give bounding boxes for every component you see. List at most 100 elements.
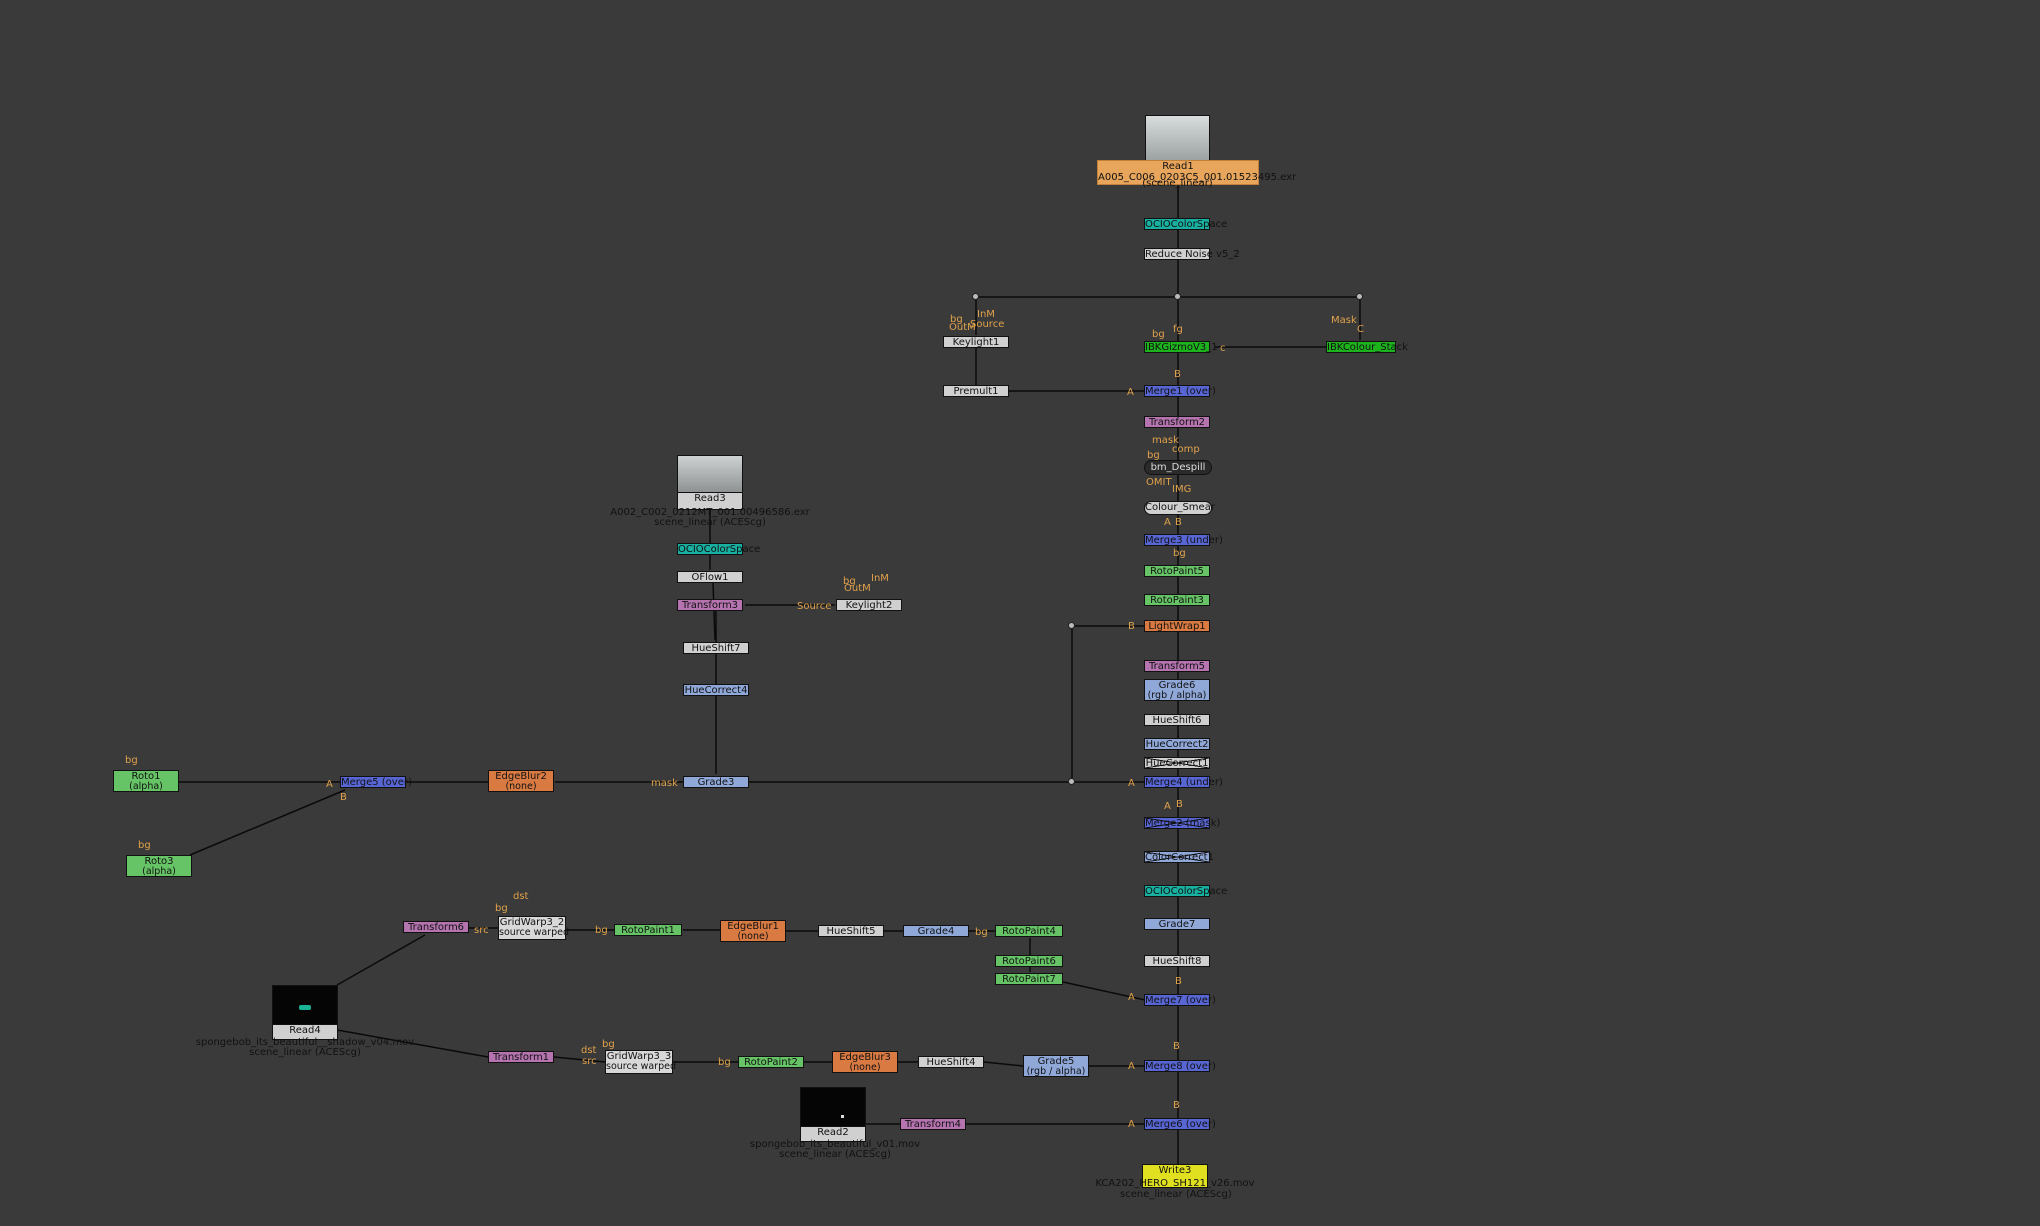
read4-file: spongebob_its_beautiful__shadow_v04.mov	[195, 1037, 415, 1048]
read4-node[interactable]: Read4	[272, 1024, 338, 1040]
ocio3-node[interactable]: OCIOColorSpace	[1144, 885, 1228, 897]
rotopaint4-node[interactable]: RotoPaint4	[995, 925, 1063, 937]
gridwarp33-node[interactable]: GridWarp3_3 source warped	[605, 1050, 676, 1074]
thumbnail-content	[299, 1005, 311, 1010]
transform6-node[interactable]: Transform6	[403, 921, 469, 933]
ibkcolour-node[interactable]: IBKColour_Stack	[1326, 341, 1408, 353]
input-label: Source	[797, 601, 832, 612]
node-sub: (alpha)	[142, 866, 176, 877]
transform1-node[interactable]: Transform1	[488, 1051, 554, 1063]
write3-node[interactable]: Write3	[1142, 1164, 1208, 1188]
transform5-node[interactable]: Transform5	[1144, 660, 1210, 672]
dot-node[interactable]	[1068, 622, 1075, 629]
edgeblur2-node[interactable]: EdgeBlur2 (none)	[488, 770, 554, 792]
input-label: dst	[513, 891, 529, 902]
dot-node[interactable]	[1068, 778, 1075, 785]
input-label: OMIT	[1146, 477, 1172, 488]
node-sub: (none)	[505, 781, 537, 792]
rotopaint6-node[interactable]: RotoPaint6	[995, 955, 1063, 967]
merge3-node[interactable]: Merge3 (under)	[1144, 534, 1223, 546]
read4-colorspace: scene_linear (ACEScg)	[249, 1047, 361, 1058]
hueshift6-node[interactable]: HueShift6	[1144, 714, 1210, 726]
rotopaint3-node[interactable]: RotoPaint3	[1144, 594, 1210, 606]
input-label: dst	[581, 1045, 597, 1056]
node-label: Write3	[1158, 1165, 1192, 1176]
input-label: src	[474, 925, 489, 936]
transform3-node[interactable]: Transform3	[677, 599, 743, 611]
input-label: B	[1174, 369, 1181, 380]
huecorrect4-node[interactable]: HueCorrect4	[683, 684, 749, 696]
despill-node[interactable]: bm_Despill	[1144, 460, 1212, 475]
grade7-node[interactable]: Grade7	[1144, 918, 1210, 930]
huecorrect1-node[interactable]: HueCorrect1	[1144, 757, 1210, 769]
node-label: Grade5	[1037, 1056, 1075, 1067]
colorcorrect-node[interactable]: ColorCorrect1	[1144, 851, 1214, 863]
thumbnail-content	[841, 1115, 844, 1118]
node-label: Grade6	[1158, 680, 1196, 691]
node-label: EdgeBlur1	[727, 921, 779, 932]
input-label: B	[1173, 1041, 1180, 1052]
node-sub: (rgb / alpha)	[1026, 1066, 1086, 1077]
hueshift4-node[interactable]: HueShift4	[918, 1056, 984, 1068]
rotopaint7-node[interactable]: RotoPaint7	[995, 973, 1063, 985]
grade3-node[interactable]: Grade3	[683, 776, 749, 788]
gridwarp32-node[interactable]: GridWarp3_2 source warped	[498, 916, 569, 940]
merge1-node[interactable]: Merge1 (over)	[1144, 385, 1216, 397]
ibkgizmo-node[interactable]: IBKGizmoV3_1	[1144, 341, 1218, 353]
merge8-node[interactable]: Merge8 (over)	[1144, 1060, 1216, 1072]
hueshift8-node[interactable]: HueShift8	[1144, 955, 1210, 967]
merge5-node[interactable]: Merge5 (over)	[340, 776, 412, 788]
ocio2-node[interactable]: OCIOColorSpace	[677, 543, 761, 555]
keylight1-node[interactable]: Keylight1	[943, 336, 1009, 348]
read3-node[interactable]: Read3	[677, 492, 743, 510]
grade6-node[interactable]: Grade6 (rgb / alpha)	[1144, 679, 1210, 701]
lightwrap-node[interactable]: LightWrap1	[1144, 620, 1210, 632]
premult1-node[interactable]: Premult1	[943, 385, 1009, 397]
rotopaint1-node[interactable]: RotoPaint1	[614, 924, 682, 936]
node-sub: (rgb / alpha)	[1147, 690, 1207, 701]
ocio1-node[interactable]: OCIOColorSpace	[1144, 218, 1228, 230]
rotopaint2-node[interactable]: RotoPaint2	[738, 1056, 804, 1068]
edgeblur3-node[interactable]: EdgeBlur3 (none)	[832, 1051, 898, 1073]
read1-node[interactable]: Read1 A005_C006_0203C5_001.01523495.exr	[1097, 160, 1296, 185]
keylight2-node[interactable]: Keylight2	[836, 599, 902, 611]
reduce-noise-node[interactable]: Reduce Noise v5_2	[1144, 248, 1240, 260]
input-label: bg	[950, 314, 963, 325]
node-label: Roto1	[131, 771, 161, 782]
merge-mask-node[interactable]: Merge2 (mask)	[1144, 817, 1221, 829]
node-label: EdgeBlur2	[495, 771, 547, 782]
grade5-node[interactable]: Grade5 (rgb / alpha)	[1023, 1055, 1089, 1077]
input-label: mask	[1152, 435, 1179, 446]
merge7-node[interactable]: Merge7 (over)	[1144, 994, 1216, 1006]
hueshift7-node[interactable]: HueShift7	[683, 642, 749, 654]
input-label: A	[1128, 1061, 1135, 1072]
colour-smear-node[interactable]: Colour_Smear	[1144, 501, 1215, 515]
roto1-node[interactable]: Roto1 (alpha)	[113, 770, 179, 792]
dot-node[interactable]	[1174, 293, 1181, 300]
write3-file: KCA202_HERO_SH121_v26.mov	[1095, 1178, 1255, 1189]
oflow-node[interactable]: OFlow1	[677, 571, 743, 583]
input-label: A	[1128, 1119, 1135, 1130]
transform2-node[interactable]: Transform2	[1144, 416, 1210, 428]
huecorrect2-node[interactable]: HueCorrect2	[1144, 738, 1210, 750]
input-label: B	[1175, 517, 1182, 528]
merge6-node[interactable]: Merge6 (over)	[1144, 1118, 1216, 1130]
dot-node[interactable]	[1356, 293, 1363, 300]
node-sub: source warped	[499, 927, 569, 938]
roto3-node[interactable]: Roto3 (alpha)	[126, 855, 192, 877]
grade4-node[interactable]: Grade4	[903, 925, 969, 937]
input-label: bg	[595, 925, 608, 936]
rotopaint5-node[interactable]: RotoPaint5	[1144, 565, 1210, 577]
dot-node[interactable]	[972, 293, 979, 300]
read2-colorspace: scene_linear (ACEScg)	[779, 1149, 891, 1160]
edgeblur1-node[interactable]: EdgeBlur1 (none)	[720, 920, 786, 942]
transform4-node[interactable]: Transform4	[900, 1118, 966, 1130]
merge4-node[interactable]: Merge4 (under)	[1144, 776, 1223, 788]
read2-node[interactable]: Read2	[800, 1126, 866, 1142]
input-label: IMG	[1172, 484, 1192, 495]
write3-colorspace: scene_linear (ACEScg)	[1120, 1189, 1232, 1200]
input-label: B	[1128, 621, 1135, 632]
hueshift5-node[interactable]: HueShift5	[818, 925, 884, 937]
